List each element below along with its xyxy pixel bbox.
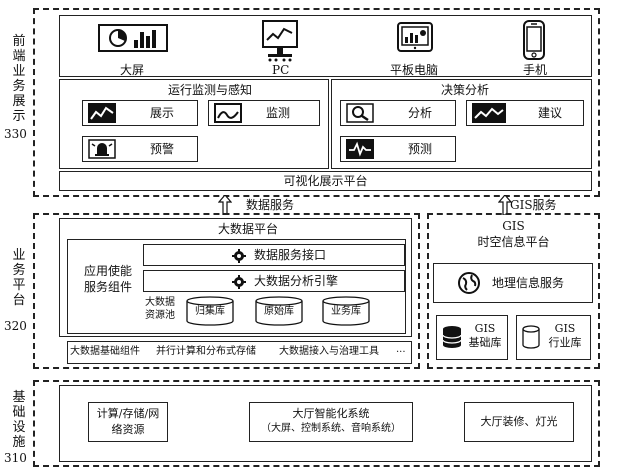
- infra-hall-line2: （大屏、控制系统、音响系统）: [261, 423, 401, 434]
- infra-compute-line2: 络资源: [111, 423, 145, 436]
- monitor-item-alarm-label: 预警: [150, 142, 175, 156]
- pc-icon: [262, 20, 298, 66]
- globe-icon: [458, 272, 480, 298]
- analysis-engine: [143, 270, 405, 292]
- infra-compute-line1: 计算/存储/网: [96, 407, 160, 420]
- geo-info-service-label: 地理信息服务: [492, 276, 565, 290]
- front-layer: [33, 8, 600, 197]
- bigdata-platform-title: 大数据平台: [218, 222, 279, 236]
- monitor-item-display-label: 展示: [150, 106, 175, 120]
- visual-platform-bar: [59, 171, 592, 191]
- monitor-item-monitor: [208, 100, 320, 126]
- decision-item-analysis-label: 分析: [408, 106, 433, 120]
- geo-info-service: [433, 263, 593, 303]
- gis-service-label: GIS服务: [510, 198, 557, 212]
- decision-item-suggestion: [466, 100, 584, 126]
- suggestion-icon: [472, 103, 506, 127]
- infra-decor-label: 大厅装修、灯光: [480, 415, 558, 428]
- device-row: [59, 15, 592, 77]
- data-service-interface: [143, 244, 405, 266]
- gis-base-db-line1: GIS: [474, 322, 496, 335]
- front-layer-code: 330: [4, 127, 27, 141]
- business-layer-label: 业 务 平 台: [12, 248, 26, 308]
- business-layer-code: 320: [4, 319, 27, 333]
- resource-pool-line1: 大数据: [145, 297, 175, 308]
- component-label-line2: 服务组件: [84, 280, 133, 294]
- gis-layer: [427, 213, 600, 369]
- gear-icon: [232, 274, 246, 293]
- infra-hall-line1: 大厅智能化系统: [292, 407, 370, 420]
- gis-base-db: [436, 315, 508, 360]
- resource-pool-line2: 资源池: [145, 310, 175, 321]
- base-component-1: 大数据基础组件: [70, 346, 140, 357]
- db-cylinder-icon: [522, 325, 540, 353]
- phone-icon: [523, 20, 545, 64]
- db-cylinder-icon: [255, 296, 303, 330]
- data-service-arrow: [217, 194, 233, 219]
- db-label-collect: 归集库: [195, 306, 225, 317]
- decision-panel: [331, 79, 592, 169]
- infra-decor: [464, 402, 574, 442]
- decision-item-forecast: [340, 136, 456, 162]
- visual-platform-label: 可视化展示平台: [283, 174, 368, 188]
- infra-compute: [88, 402, 168, 442]
- data-service-interface-label: 数据服务接口: [254, 248, 327, 262]
- base-component-2: 并行计算和分布式存储: [156, 346, 256, 357]
- monitor-panel-title: 运行监测与感知: [168, 83, 253, 97]
- base-component-3: 大数据接入与治理工具: [279, 346, 379, 357]
- device-label-phone: 手机: [523, 63, 548, 77]
- front-layer-label: 前 端 业 务 展 示: [12, 34, 26, 124]
- line-monitor-icon: [214, 103, 242, 127]
- db-cylinder-icon: [322, 296, 370, 330]
- gis-service-arrow: [497, 194, 513, 219]
- data-service-label: 数据服务: [246, 198, 295, 212]
- monitor-item-alarm: [82, 136, 198, 162]
- db-label-raw: 原始库: [264, 306, 294, 317]
- monitor-item-monitor-label: 监测: [266, 106, 291, 120]
- alarm-icon: [88, 139, 116, 163]
- infra-layer-code: 310: [4, 451, 27, 465]
- gis-industry-db-line2: 行业库: [548, 336, 582, 349]
- gis-base-db-line2: 基础库: [468, 336, 502, 349]
- tablet-icon: [397, 22, 433, 56]
- infra-inner: [59, 385, 592, 462]
- infra-layer: [33, 380, 600, 467]
- base-component-more: ...: [396, 344, 406, 355]
- gis-title-line1: GIS: [502, 219, 525, 233]
- monitor-item-display: [82, 100, 198, 126]
- infra-hall-system: [249, 402, 413, 442]
- analysis-icon: [346, 103, 374, 127]
- decision-panel-title: 决策分析: [441, 83, 490, 97]
- decision-item-forecast-label: 预测: [408, 142, 433, 156]
- gis-title-line2: 时空信息平台: [477, 235, 550, 249]
- bigdata-base-components: [67, 341, 412, 364]
- db-label-business: 业务库: [331, 306, 361, 317]
- db-stack-icon: [442, 325, 462, 353]
- device-label-big-screen: 大屏: [120, 63, 145, 77]
- decision-item-analysis: [340, 100, 456, 126]
- monitor-panel: [59, 79, 329, 169]
- db-cylinder-icon: [186, 296, 234, 330]
- gear-icon: [232, 248, 246, 267]
- chart-display-icon: [88, 103, 116, 127]
- bigdata-platform: [59, 218, 412, 337]
- forecast-icon: [346, 139, 374, 163]
- bigdata-inner: [67, 239, 406, 334]
- gis-industry-db: [516, 315, 591, 360]
- business-layer: [33, 213, 420, 369]
- device-label-tablet: 平板电脑: [390, 63, 439, 77]
- big-screen-icon: [98, 24, 168, 56]
- infra-layer-label: 基 础 设 施: [12, 390, 26, 450]
- gis-industry-db-line1: GIS: [554, 322, 576, 335]
- analysis-engine-label: 大数据分析引擎: [254, 274, 339, 288]
- device-label-pc: PC: [272, 63, 290, 77]
- component-label-line1: 应用使能: [84, 264, 133, 278]
- decision-item-suggestion-label: 建议: [538, 106, 563, 120]
